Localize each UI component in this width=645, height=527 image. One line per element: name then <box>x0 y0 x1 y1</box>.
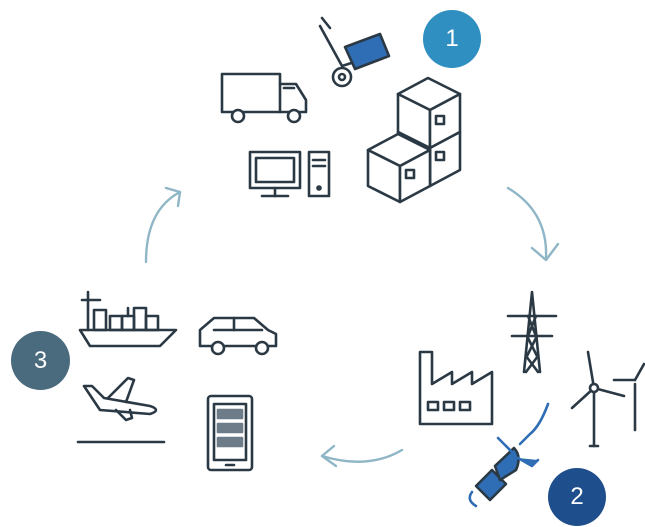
airplane-takeoff-icon <box>76 376 166 444</box>
power-plug-icon <box>468 402 550 508</box>
wind-turbines-icon <box>570 350 645 448</box>
arrow-left-icon <box>144 186 182 264</box>
desktop-computer-icon <box>248 150 331 198</box>
smartphone-icon <box>206 394 254 472</box>
factory-icon <box>418 350 494 426</box>
step-badge-3: 3 <box>11 331 70 390</box>
hand-truck-icon <box>318 16 391 88</box>
cycle-arrows <box>144 186 560 468</box>
arrow-top-right-icon <box>506 186 560 262</box>
car-icon <box>198 316 278 356</box>
power-pylon-icon <box>506 290 558 374</box>
step-badge-1: 1 <box>423 10 481 68</box>
cargo-ship-icon <box>78 290 178 348</box>
arrow-bottom-icon <box>320 444 404 468</box>
step-badge-2: 2 <box>548 468 606 526</box>
stacked-boxes-icon <box>366 76 462 204</box>
delivery-truck-icon <box>220 72 308 124</box>
